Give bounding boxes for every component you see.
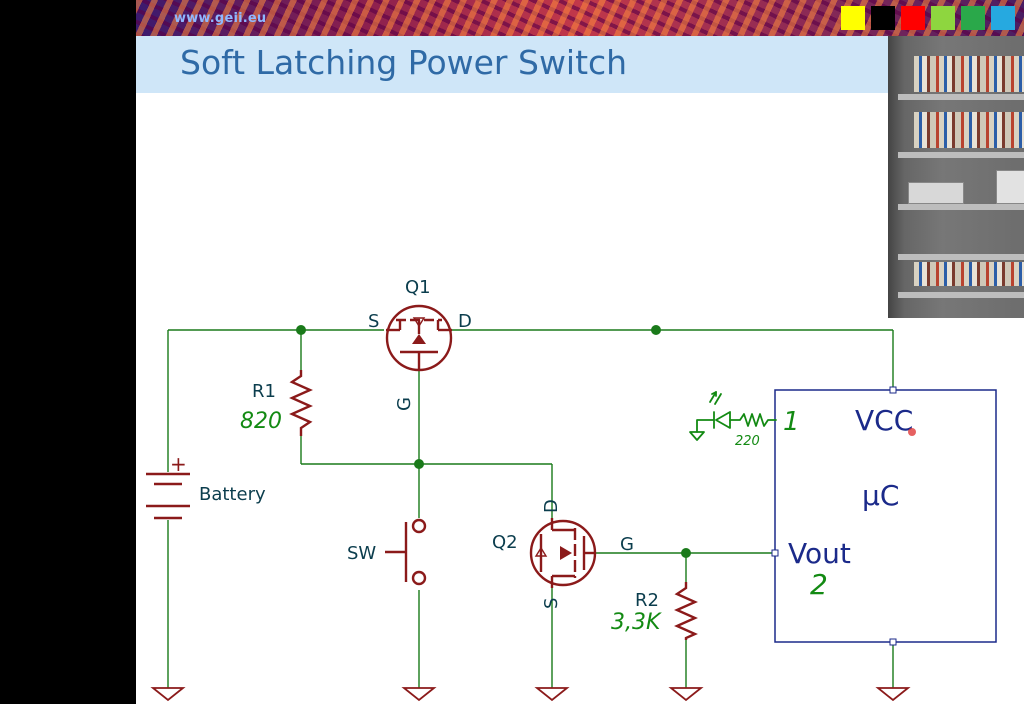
battery-label: Battery xyxy=(199,484,266,505)
handwritten-annotations: 1 2 220 xyxy=(689,391,828,601)
pin2-annotation: 2 xyxy=(810,568,828,601)
header-banner: www.geii.eu xyxy=(136,0,1024,36)
mosfet-q1: Q1 S D G xyxy=(368,277,472,411)
resistor-r2: R2 3,3K xyxy=(611,582,698,640)
wires xyxy=(167,329,894,688)
mcu-name: µC xyxy=(862,479,899,512)
led-resistor-annotation: 220 xyxy=(735,434,760,449)
circuit-schematic: + Battery R1 820 Q1 S D G SW xyxy=(146,277,997,702)
junctions xyxy=(296,325,691,558)
color-swatch-cyan[interactable] xyxy=(991,6,1015,30)
q1-ref: Q1 xyxy=(405,277,431,298)
r1-value: 820 xyxy=(240,409,282,434)
sw-ref: SW xyxy=(347,543,376,564)
slide-title: Soft Latching Power Switch xyxy=(180,43,628,82)
color-swatch-yellow[interactable] xyxy=(841,6,865,30)
color-swatch-lightgreen[interactable] xyxy=(931,6,955,30)
battery-plus: + xyxy=(170,452,187,476)
battery: + Battery xyxy=(146,452,266,520)
webcam-overlay xyxy=(888,36,1024,318)
switch-sw: SW xyxy=(347,518,427,586)
resistor-r1: R1 820 xyxy=(240,370,313,436)
pointer-dot xyxy=(908,428,916,436)
left-black-margin xyxy=(0,0,136,704)
microcontroller: VCC µC Vout xyxy=(771,386,997,646)
led-sketch xyxy=(689,391,777,441)
title-band xyxy=(136,36,1024,93)
q2-ref: Q2 xyxy=(492,532,518,553)
ground-symbols xyxy=(150,687,911,702)
q1-gate-label: G xyxy=(394,397,415,411)
q2-gate-label: G xyxy=(620,534,634,555)
r2-value: 3,3K xyxy=(611,610,662,635)
color-swatch-red[interactable] xyxy=(901,6,925,30)
q1-drain-label: D xyxy=(458,311,472,332)
q1-source-label: S xyxy=(368,311,379,332)
q2-drain-label: D xyxy=(541,499,562,513)
slide: www.geii.eu Soft Latching Power Switch xyxy=(136,0,1024,704)
mcu-vcc-label: VCC xyxy=(855,404,913,437)
q2-source-label: S xyxy=(541,598,562,609)
mosfet-q2: Q2 D S G xyxy=(492,499,634,609)
color-swatch-green[interactable] xyxy=(961,6,985,30)
pin1-annotation: 1 xyxy=(783,407,800,437)
color-swatch-black[interactable] xyxy=(871,6,895,30)
r2-ref: R2 xyxy=(635,590,659,611)
mcu-vout-label: Vout xyxy=(788,537,851,570)
site-url[interactable]: www.geii.eu xyxy=(174,11,267,26)
r1-ref: R1 xyxy=(252,381,276,402)
